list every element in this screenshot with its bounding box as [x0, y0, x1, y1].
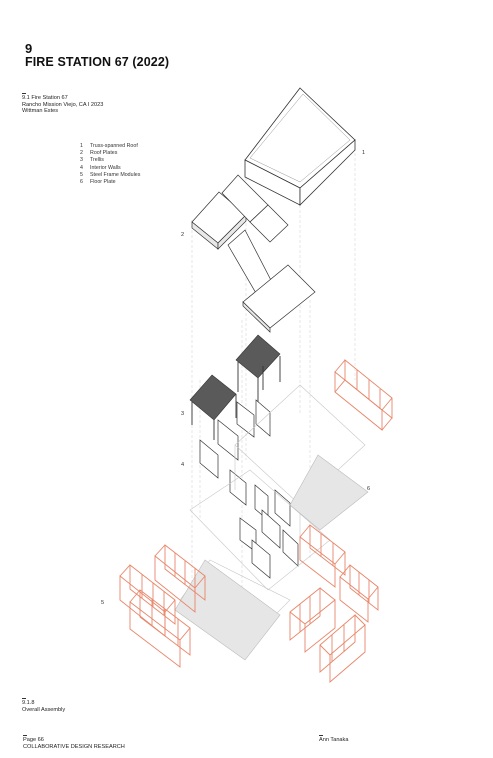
footer-rule — [23, 735, 27, 736]
frame-module-right-4 — [319, 614, 366, 683]
chapter-number: 9 — [25, 41, 33, 56]
figure-caption: 9.1.8 Overall Assembly — [22, 700, 65, 714]
caption-rule — [22, 93, 26, 94]
frame-module-left-1 — [154, 544, 206, 613]
figure-title: Overall Assembly — [22, 706, 66, 713]
callout-5: 5 — [101, 600, 105, 606]
callout-2: 2 — [181, 232, 185, 238]
frame-module-right-2 — [339, 564, 379, 623]
frame-module-left-2 — [119, 564, 176, 637]
book-title: COLLABORATIVE DESIGN RESEARCH — [23, 744, 125, 750]
figure-number: 9.1.8 — [22, 700, 35, 706]
callout-4: 4 — [181, 462, 185, 468]
frame-module-top-right — [334, 359, 393, 431]
callout-6: 6 — [367, 486, 371, 492]
footer-left: Page 66 COLLABORATIVE DESIGN RESEARCH — [23, 737, 125, 751]
caption-location: Rancho Mission Viejo, CA I 2023 — [22, 101, 104, 108]
truss-roof — [244, 87, 356, 206]
roof-plates — [191, 174, 316, 333]
figure-caption-rule — [22, 698, 26, 699]
caption-architect: Wittman Estes — [22, 108, 59, 115]
chapter-title: FIRE STATION 67 (2022) — [25, 55, 170, 69]
steel-frame-modules — [119, 359, 393, 683]
callout-1: 1 — [362, 150, 366, 156]
project-caption: 9.1 Fire Station 67 Rancho Mission Viejo… — [22, 95, 103, 115]
author-rule — [319, 735, 323, 736]
caption-figure: 9.1 Fire Station 67 — [22, 95, 68, 101]
frame-module-left-3 — [129, 589, 191, 668]
page-number: Page 66 — [23, 737, 44, 743]
floor-plate — [174, 454, 369, 661]
footer-author: Ann Tanaka — [319, 737, 349, 743]
callout-3: 3 — [181, 411, 185, 417]
trellis — [189, 334, 281, 440]
frame-module-right-1 — [299, 524, 346, 588]
interior-walls — [199, 399, 299, 579]
frame-module-right-3 — [289, 587, 336, 653]
